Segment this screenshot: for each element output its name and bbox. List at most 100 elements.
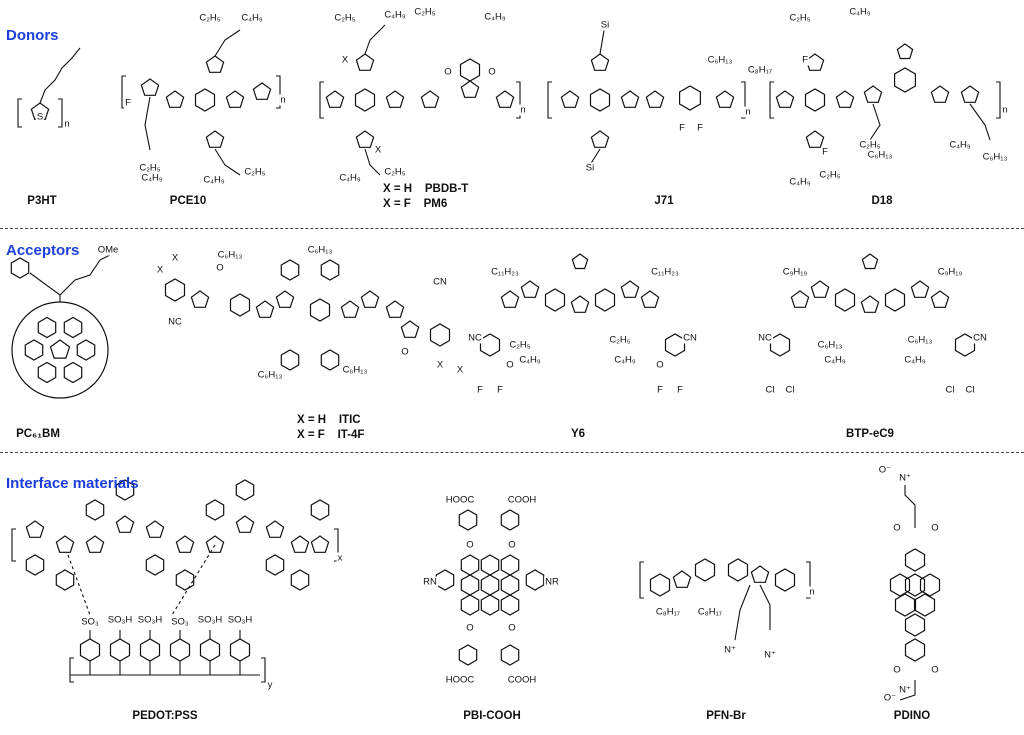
benzene-ring: [480, 554, 500, 576]
fullerene-ring: [63, 316, 83, 339]
atom-label-y: y: [266, 679, 274, 691]
atom-label-o: O: [507, 622, 517, 634]
fullerene-ring: [49, 339, 71, 359]
atom-label-hooc: HOOC: [444, 674, 476, 686]
benzene-ring: [169, 638, 191, 662]
atom-label-c4h9: C₄H₉: [240, 12, 264, 24]
atom-label-ome: OMe: [96, 244, 120, 256]
atom-label-c4h9: C₄H₉: [848, 6, 872, 18]
atom-label-ominus: O⁻: [882, 692, 898, 704]
atom-label-c6h13: C₆H₁₃: [906, 334, 934, 346]
atom-label-c2h5: C₂H₅: [508, 339, 532, 351]
bond: [214, 148, 241, 176]
polymer-bracket: [334, 528, 339, 562]
benzene-ring: [919, 573, 941, 597]
benzene-ring: [904, 573, 926, 597]
benzene-ring: [458, 509, 478, 531]
thiophene-ring: [265, 520, 285, 538]
thiophene-ring: [560, 90, 580, 108]
thiophene-ring: [500, 290, 520, 308]
atom-label-o: O: [507, 539, 517, 551]
atom-label-o: O: [215, 262, 225, 274]
label-pm6: X = F PM6: [383, 198, 448, 210]
atom-label-c6h13: C₆H₁₃: [816, 339, 844, 351]
atom-label-so3h: SO₃H: [106, 614, 134, 626]
atom-label-c4h9: C₄H₉: [518, 354, 542, 366]
atom-label-c4h9: C₄H₉: [613, 354, 637, 366]
thiophene-ring: [310, 535, 330, 553]
thiophene-ring: [805, 53, 825, 71]
thiophene-ring: [25, 520, 45, 538]
atom-label-x: X: [373, 144, 383, 156]
benzene-ring: [544, 288, 566, 312]
benzene-ring: [694, 558, 716, 582]
ionic-interaction: [67, 554, 91, 616]
thiophene-ring: [860, 295, 880, 313]
benzene-ring: [320, 349, 340, 371]
thiophene-ring: [640, 290, 660, 308]
label-pce10: PCE10: [169, 195, 207, 207]
atom-label-c6h13: C₆H₁₃: [216, 249, 244, 261]
benzene-ring: [500, 594, 520, 616]
fullerene-ring: [37, 316, 57, 339]
label-it4f: X = F IT-4F: [297, 429, 365, 441]
atom-label-n: n: [808, 586, 816, 598]
thiophene-ring: [805, 130, 825, 148]
atom-label-nplus: N⁺: [763, 649, 777, 661]
thiophene-ring: [930, 290, 950, 308]
fullerene-ring: [37, 361, 57, 384]
fullerene-ring: [76, 339, 96, 361]
atom-label-cl: Cl: [964, 384, 976, 396]
benzene-ring: [435, 569, 455, 591]
polymer-bracket: [69, 657, 74, 683]
thiophene-ring: [355, 53, 375, 71]
thiophene-ring: [85, 535, 105, 553]
atom-label-c9h19: C₉H₁₉: [936, 266, 964, 278]
bond: [29, 272, 61, 302]
atom-label-nplus: N⁺: [898, 684, 912, 696]
thiophene-ring: [225, 90, 245, 108]
atom-label-c6h13: C₆H₁₃: [866, 149, 894, 161]
atom-label-so3h: SO₃H: [136, 614, 164, 626]
atom-label-c8h17: C₈H₁₇: [696, 606, 724, 618]
atom-label-c6h13: C₆H₁₃: [706, 54, 734, 66]
atom-label-n: n: [744, 106, 752, 118]
atom-label-c2h5: C₂H₅: [818, 169, 842, 181]
atom-label-nplus: N⁺: [723, 644, 737, 656]
benzene-ring: [479, 333, 501, 357]
benzene-ring: [914, 593, 936, 617]
thiophene-ring: [255, 300, 275, 318]
thiophene-ring: [590, 53, 610, 71]
thiadiazole-ring: [896, 43, 914, 60]
benzene-ring: [500, 554, 520, 576]
dioxane-ring: [290, 569, 310, 591]
atom-label-c4h9: C₄H₉: [338, 172, 362, 184]
atom-label-c4h9: C₄H₉: [483, 11, 507, 23]
polymer-bracket: [741, 81, 746, 119]
atom-label-c6h13: C₆H₁₃: [256, 369, 284, 381]
thiophene-ring: [340, 300, 360, 318]
atom-label-nplus: N⁺: [898, 472, 912, 484]
benzene-ring: [774, 568, 796, 592]
dioxane-ring: [175, 569, 195, 591]
thiophene-ring: [360, 290, 380, 308]
thiophene-ring: [495, 90, 515, 108]
atom-label-so3: SO₃: [80, 616, 100, 628]
atom-label-c11h23: C₁₁H₂₃: [650, 266, 680, 278]
atom-label-cooh: COOH: [506, 494, 538, 506]
benzene-ring: [480, 594, 500, 616]
thiophene-ring: [205, 535, 225, 553]
label-pedot-pss: PEDOT:PSS: [132, 710, 198, 722]
atom-label-f: F: [496, 384, 504, 396]
benzene-ring: [500, 509, 520, 531]
polymer-bracket: [261, 657, 266, 683]
atom-label-f: F: [801, 54, 809, 66]
thiophene-ring: [520, 280, 540, 298]
atom-label-c2h5: C₂H₅: [858, 139, 882, 151]
polymer-bracket: [639, 561, 644, 599]
label-y6: Y6: [570, 428, 586, 440]
dioxane-ring: [205, 499, 225, 521]
label-itic: X = H ITIC: [297, 414, 361, 426]
benzene-ring: [429, 323, 451, 347]
atom-label-c6h13: C₆H₁₃: [306, 244, 334, 256]
